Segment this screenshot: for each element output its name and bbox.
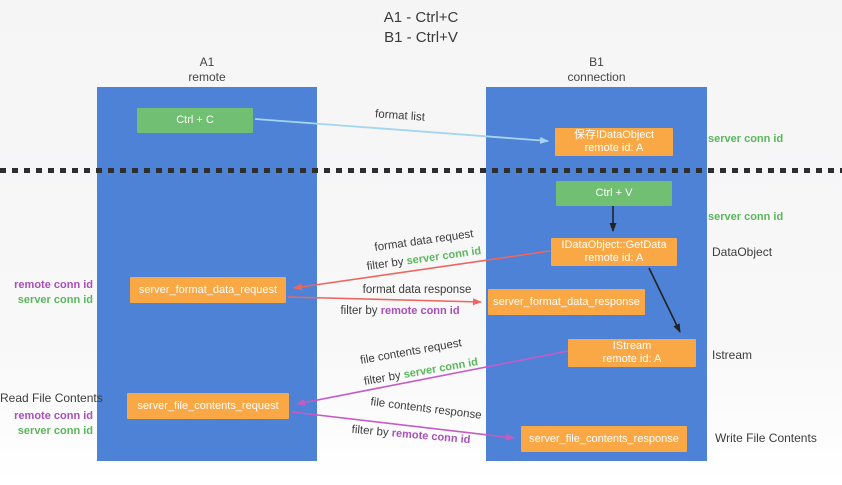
node-server-format-data-response: server_format_data_response: [488, 289, 645, 315]
write-file-contents-label: Write File Contents: [715, 431, 817, 445]
dataobject-side-label: DataObject: [712, 245, 773, 259]
node-server-format-data-request: server_format_data_request: [130, 277, 286, 303]
server-conn-id-left-1: server conn id: [17, 294, 93, 306]
node-istream: IStream remote id: A: [568, 339, 696, 367]
node-server-format-data-response-label: server_format_data_response: [493, 295, 640, 308]
remote-conn-id-left-1: remote conn id: [14, 279, 93, 291]
node-idataobject-getdata: IDataObject::GetData remote id: A: [551, 238, 677, 266]
lane-b1-title: B1: [589, 55, 604, 69]
lane-a1-subtitle: remote: [188, 70, 226, 84]
file-contents-response-label: file contents response: [369, 396, 483, 422]
filter-by-remote-conn-id-label-1: filter by remote conn id: [340, 305, 459, 317]
node-save-idataobject-line1: 保存IDataObject: [573, 129, 655, 141]
lane-a1-title: A1: [199, 55, 215, 69]
server-conn-id-side-mid: server conn id: [708, 211, 784, 223]
remote-conn-id-text: remote conn id: [391, 427, 471, 447]
node-save-idataobject: 保存IDataObject remote id: A: [555, 128, 673, 156]
server-conn-id-text: server conn id: [405, 245, 483, 268]
node-ctrl-c: Ctrl + C: [137, 108, 253, 133]
node-ctrl-v-label: Ctrl + V: [595, 187, 633, 199]
title-line-1: A1 - Ctrl+C: [383, 9, 459, 26]
server-conn-id-side-top: server conn id: [708, 133, 784, 145]
filter-by-text: filter by: [351, 423, 390, 440]
filter-by-remote-conn-id-label-2: filter by remote conn id: [351, 424, 471, 446]
node-save-idataobject-line2: remote id: A: [584, 142, 644, 154]
lane-b1-subtitle: connection: [567, 70, 626, 84]
lane-header-a1: A1 remote: [97, 55, 317, 85]
node-istream-line2: remote id: A: [602, 353, 662, 365]
conn-id-block-1: remote conn id server conn id: [0, 278, 93, 308]
remote-conn-id-text: remote conn id: [380, 305, 460, 317]
node-ctrl-v: Ctrl + V: [556, 181, 672, 206]
filter-by-text: filter by: [365, 255, 405, 273]
server-conn-id-left-2: server conn id: [17, 425, 93, 437]
node-server-file-contents-response-label: server_file_contents_response: [529, 432, 679, 445]
read-file-contents-block: Read File Contents remote conn id server…: [0, 391, 103, 439]
filter-by-text: filter by: [340, 305, 378, 317]
title-line-2: B1 - Ctrl+V: [384, 29, 458, 46]
server-conn-id-text: server conn id: [402, 356, 479, 381]
format-list-label: format list: [374, 108, 426, 124]
node-idataobject-getdata-line2: remote id: A: [584, 252, 644, 264]
remote-conn-id-left-2: remote conn id: [14, 410, 93, 422]
node-server-format-data-request-label: server_format_data_request: [138, 283, 278, 296]
node-server-file-contents-request: server_file_contents_request: [127, 393, 289, 419]
filter-by-text: filter by: [363, 369, 402, 388]
istream-side-label: Istream: [712, 348, 753, 362]
diagram-title: A1 - Ctrl+C B1 - Ctrl+V: [0, 8, 842, 48]
lane-header-b1: B1 connection: [486, 55, 707, 85]
node-idataobject-getdata-line1: IDataObject::GetData: [561, 239, 667, 251]
node-server-file-contents-request-label: server_file_contents_request: [137, 399, 279, 412]
format-data-response-label: format data response: [362, 284, 472, 296]
node-server-file-contents-response: server_file_contents_response: [521, 426, 687, 452]
node-istream-line1: IStream: [612, 340, 652, 352]
read-file-contents-label: Read File Contents: [0, 391, 103, 405]
dotted-separator: [0, 168, 842, 173]
node-ctrl-c-label: Ctrl + C: [176, 114, 214, 126]
